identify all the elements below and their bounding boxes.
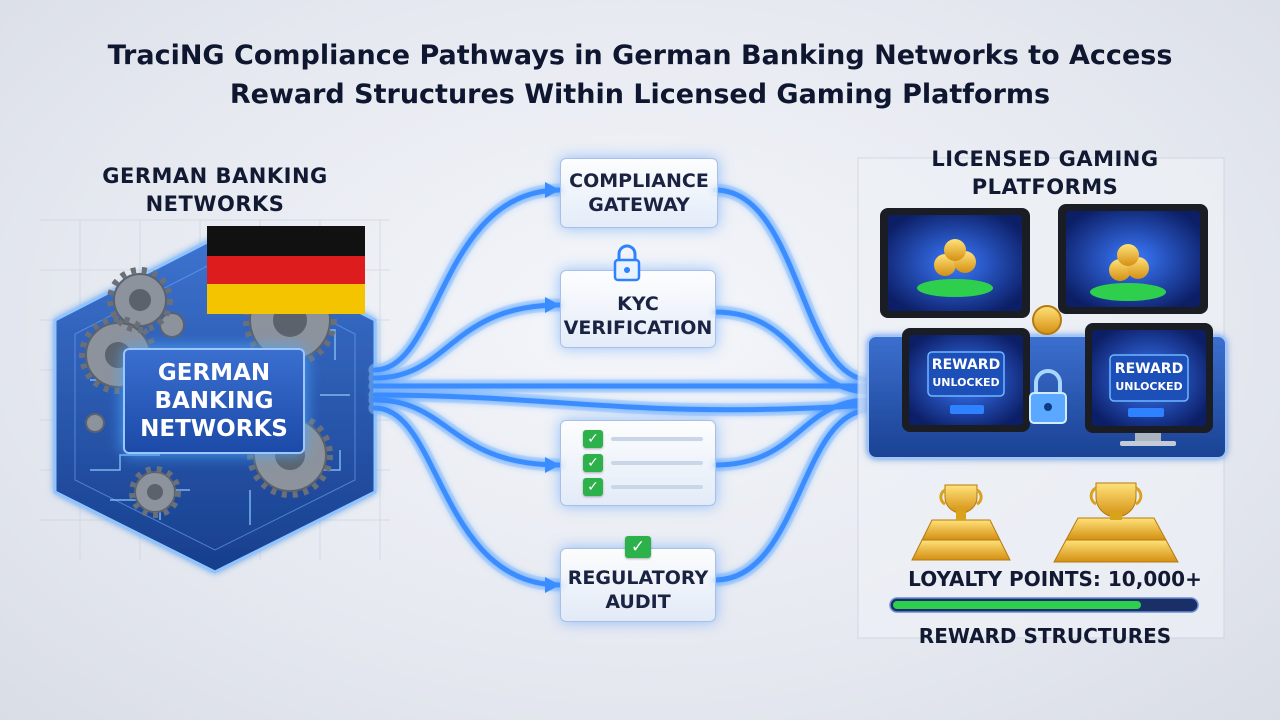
kyc-line-1: KYC [617,293,659,315]
tablet-2 [1058,204,1208,314]
compliance-line-2: GATEWAY [588,194,690,216]
regulatory-audit-node: REGULATORY AUDIT [560,548,716,622]
checklist-line [611,437,703,441]
audit-line-1: REGULATORY [567,567,709,589]
title-line-1: TraciNG Compliance Pathways in German Ba… [107,40,1173,71]
tablet-1 [880,208,1030,318]
lock-icon [610,242,644,284]
bank-label-line-3: NETWORKS [140,416,288,442]
tablet-4 [1085,323,1213,446]
right-heading-line-2: PLATFORMS [971,175,1119,199]
trophy-icon [911,484,1011,561]
unlocked-text: UNLOCKED [932,376,1000,389]
left-heading: GERMAN BANKING NETWORKS [70,162,360,218]
left-heading-line-1: GERMAN BANKING [102,164,328,188]
kyc-line-2: VERIFICATION [563,317,713,339]
reward-unlocked-text-2: REWARD UNLOCKED [1110,361,1188,395]
kyc-verification-node: KYC VERIFICATION [560,270,716,348]
right-heading: LICENSED GAMING PLATFORMS [880,145,1210,201]
trophy-icon [1053,482,1179,563]
check-icon: ✓ [625,536,651,558]
bank-label-line-1: GERMAN [157,360,271,386]
reward-unlocked-text-1: REWARD UNLOCKED [928,357,1004,391]
loyalty-points: LOYALTY POINTS: 10,000+ [908,567,1202,591]
checklist-line [611,485,703,489]
unlocked-text: UNLOCKED [1115,380,1183,393]
title-line-2: Reward Structures Within Licensed Gaming… [229,79,1051,110]
check-icon: ✓ [583,430,603,448]
audit-line-2: AUDIT [605,591,671,613]
right-heading-line-1: LICENSED GAMING [931,147,1159,171]
page-title: TraciNG Compliance Pathways in German Ba… [0,36,1280,114]
compliance-line-1: COMPLIANCE [569,170,709,192]
checklist-row: ✓ [583,454,703,472]
reward-text: REWARD [1114,361,1184,377]
left-heading-line-2: NETWORKS [145,192,285,216]
check-icon: ✓ [583,454,603,472]
banking-networks-label: GERMAN BANKING NETWORKS [123,348,305,454]
loyalty-progress-fill [893,601,1141,609]
reward-structures-label: REWARD STRUCTURES [918,624,1172,648]
bank-label-line-2: BANKING [154,388,274,414]
checklist-node: ✓ ✓ ✓ [560,420,716,506]
checklist-line [611,461,703,465]
checklist-row: ✓ [583,478,703,496]
arrowheads [545,182,560,593]
german-flag-icon [207,226,365,314]
lock-icon [1029,369,1067,424]
flow-lines [368,183,877,592]
tablet-3 [902,328,1030,432]
reward-text: REWARD [931,357,1001,373]
checklist-row: ✓ [583,430,703,448]
coin-icon [1032,305,1062,335]
check-icon: ✓ [583,478,603,496]
compliance-gateway-node: COMPLIANCE GATEWAY [560,158,718,228]
